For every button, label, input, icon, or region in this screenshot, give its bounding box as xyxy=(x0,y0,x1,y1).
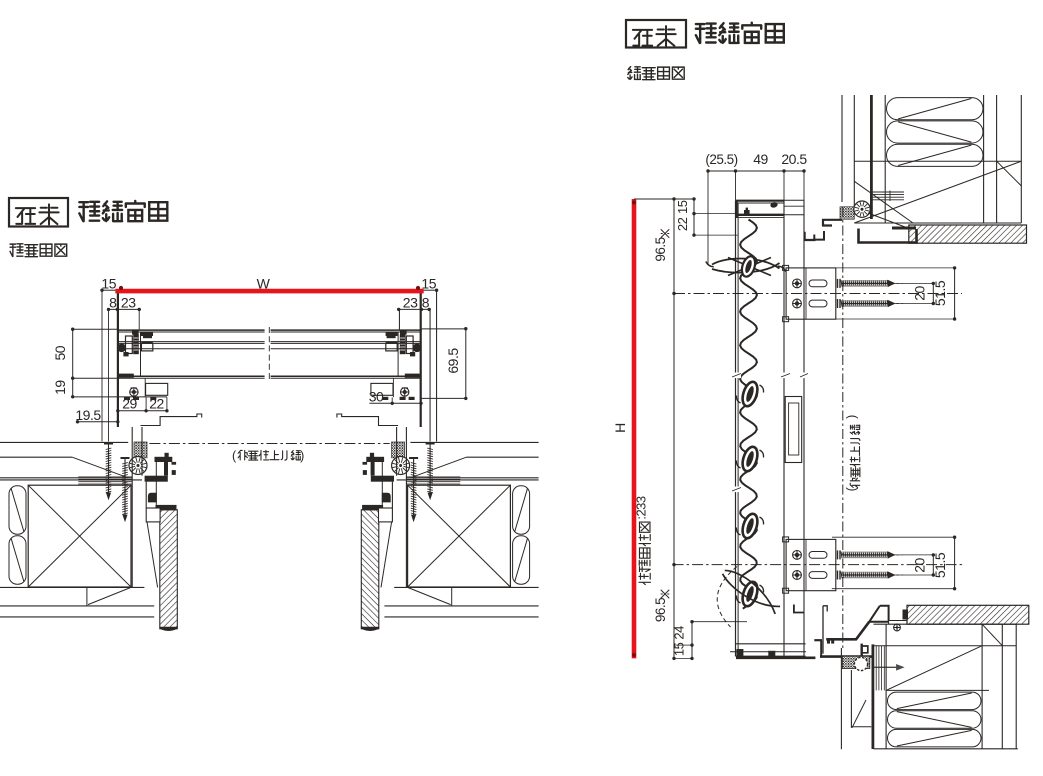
svg-text:19: 19 xyxy=(52,380,68,395)
svg-text:(: ( xyxy=(232,449,237,463)
svg-text:W: W xyxy=(257,275,271,291)
svg-text:22: 22 xyxy=(675,217,690,231)
svg-text:8: 8 xyxy=(109,294,117,310)
svg-text:51.5: 51.5 xyxy=(932,280,948,306)
svg-text:23: 23 xyxy=(403,294,418,310)
svg-text:49: 49 xyxy=(753,151,768,167)
svg-text:15: 15 xyxy=(675,200,690,214)
svg-text:(25.5): (25.5) xyxy=(705,152,737,167)
svg-text:15: 15 xyxy=(101,275,116,291)
svg-text:15: 15 xyxy=(421,275,436,291)
svg-text:69.5: 69.5 xyxy=(445,348,461,374)
svg-text:): ) xyxy=(300,449,304,463)
svg-text:96.5: 96.5 xyxy=(653,598,668,622)
svg-text:50: 50 xyxy=(52,345,68,360)
svg-text:30: 30 xyxy=(369,388,384,404)
svg-text:96.5: 96.5 xyxy=(653,237,668,261)
svg-text:20: 20 xyxy=(912,286,928,301)
svg-text:29: 29 xyxy=(122,395,137,411)
svg-text:15: 15 xyxy=(672,642,687,656)
svg-text:51.5: 51.5 xyxy=(932,552,948,578)
svg-text:): ) xyxy=(845,415,859,419)
svg-text::233: :233 xyxy=(634,496,649,520)
svg-text:20: 20 xyxy=(912,558,928,573)
svg-text:22: 22 xyxy=(149,395,164,411)
svg-text:24: 24 xyxy=(672,626,687,640)
svg-text:20.5: 20.5 xyxy=(781,151,807,167)
svg-text:H: H xyxy=(612,423,628,433)
svg-text:23: 23 xyxy=(121,294,136,310)
svg-text:19.5: 19.5 xyxy=(75,407,101,423)
svg-text:(: ( xyxy=(845,486,859,491)
svg-text:8: 8 xyxy=(422,294,430,310)
